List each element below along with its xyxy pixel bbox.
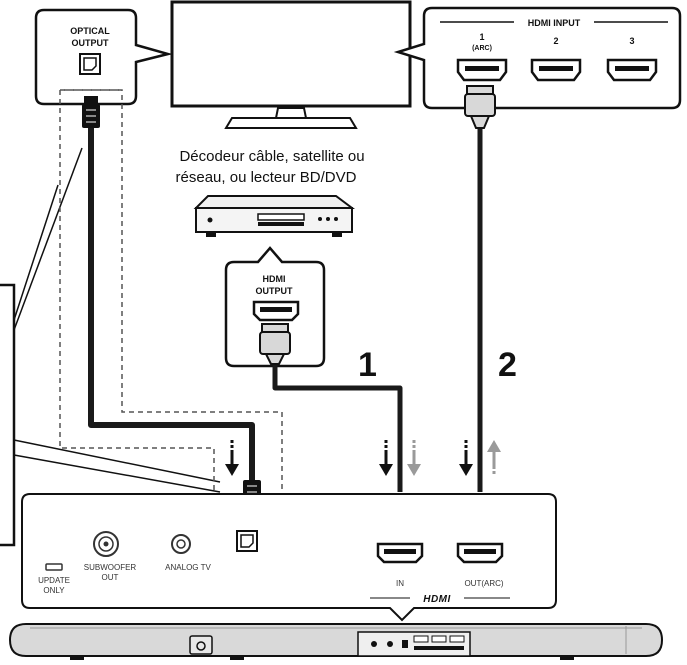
- hdmi-port-3-icon: [606, 58, 658, 82]
- hdmi-port-1-icon: [456, 58, 508, 82]
- optical-arrow-down-icon: [225, 440, 239, 476]
- optical-plug-top-icon: [82, 96, 100, 128]
- hdmi-out-arrow-down-icon: [459, 440, 473, 476]
- update-port-icon: [45, 563, 63, 571]
- hdmi-cable-2: 2: [459, 85, 517, 537]
- hdmi-port-1-note: (ARC): [472, 45, 492, 52]
- hdmi-in-port-icon: [376, 542, 424, 564]
- soundbar-rear-panel: UPDATE ONLY SUBWOOFER OUT ANALOG TV IN: [21, 493, 557, 622]
- optical-output-callout: OPTICAL OUTPUT: [34, 8, 173, 106]
- hdmi-out-label: OUT(ARC): [464, 579, 503, 588]
- bd-player-icon: [193, 195, 355, 237]
- hdmi-out-arrow-up-icon: [487, 440, 501, 476]
- optical-label-line2: OUTPUT: [72, 38, 110, 48]
- hdmi-output-label-line1: HDMI: [263, 274, 286, 284]
- subwoofer-label-line1: SUBWOOFER: [84, 563, 137, 572]
- device-description-line2: réseau, ou lecteur BD/DVD: [176, 169, 357, 186]
- hdmi-port-2-icon: [530, 58, 582, 82]
- step-2-number: 2: [498, 346, 517, 384]
- device-description-line1: Décodeur câble, satellite ou: [179, 148, 364, 165]
- step-1-number: 1: [358, 346, 377, 384]
- hdmi-in-arrow-grey-icon: [407, 440, 421, 476]
- hdmi-logo: HDMI: [423, 594, 451, 605]
- hdmi-output-port-icon: [252, 300, 300, 322]
- analog-tv-label: ANALOG TV: [165, 563, 211, 572]
- update-label-line1: UPDATE: [38, 576, 70, 585]
- hdmi-in-label: IN: [396, 579, 404, 588]
- optical-label-line1: OPTICAL: [70, 26, 110, 36]
- left-edge-callout: [0, 147, 221, 547]
- hdmi-input-title: HDMI INPUT: [528, 18, 581, 28]
- subwoofer-label-line2: OUT: [102, 573, 119, 582]
- source-device-group: Décodeur câble, satellite ou réseau, ou …: [176, 148, 365, 368]
- optical-input-port-icon: [236, 530, 258, 552]
- update-label-line2: ONLY: [43, 586, 65, 595]
- hdmi-port-1-number: 1: [479, 32, 484, 42]
- hdmi-out-port-icon: [456, 542, 504, 564]
- tv-icon: [170, 0, 412, 129]
- hdmi-port-2-number: 2: [553, 36, 558, 46]
- hdmi-in-arrow-black-icon: [379, 440, 393, 476]
- hdmi-input-callout: HDMI INPUT 1 (ARC) 2 3: [393, 6, 682, 110]
- subwoofer-port-icon: [93, 531, 119, 557]
- optical-port-icon: [79, 53, 101, 75]
- soundbar-icon: [8, 623, 664, 660]
- analog-tv-port-icon: [171, 534, 191, 554]
- hdmi-plug-tv-icon: [464, 85, 496, 129]
- hdmi-output-label-line2: OUTPUT: [256, 286, 294, 296]
- hdmi-plug-source-icon: [259, 323, 291, 365]
- hdmi-port-3-number: 3: [629, 36, 634, 46]
